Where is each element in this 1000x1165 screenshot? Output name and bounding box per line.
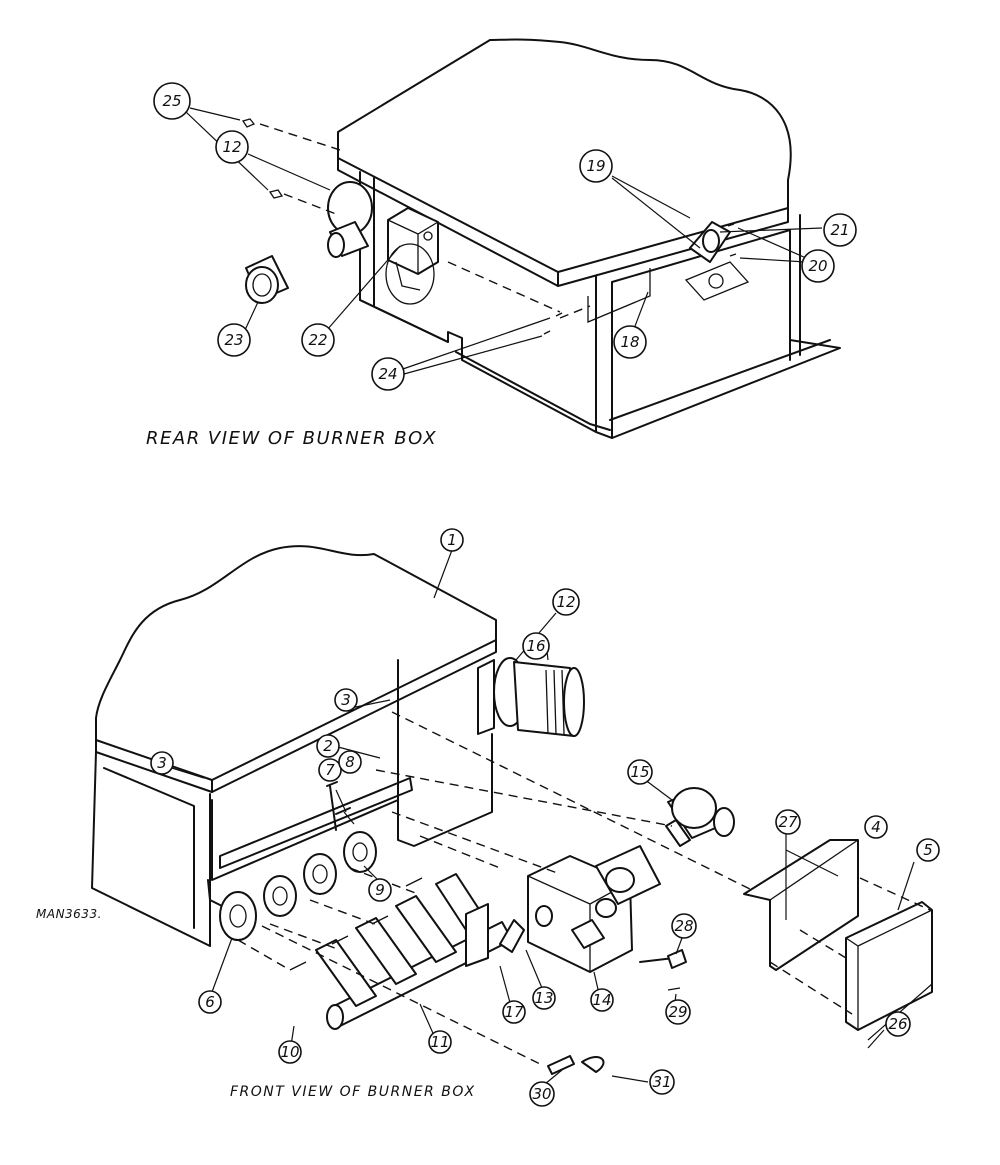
callout-front-31: 31: [649, 1069, 675, 1095]
front-bracket: [465, 903, 489, 967]
callout-front-17: 17: [502, 1000, 526, 1024]
callout-front-2: 2: [316, 734, 340, 758]
front-side-panel: [211, 659, 399, 881]
rear-view-drawing: [241, 38, 841, 439]
callout-front-15: 15: [627, 759, 653, 785]
callout-front-8: 8: [338, 750, 362, 774]
rear-control-box: [385, 207, 439, 305]
svg-text:8: 8: [345, 753, 355, 771]
callout-rear-24: 24: [371, 357, 405, 391]
svg-text:23: 23: [224, 331, 243, 349]
rear-callouts: 25 12 23 22 19 21 20 18 24: [153, 82, 857, 391]
svg-text:30: 30: [532, 1085, 551, 1103]
callout-rear-25: 25: [153, 82, 191, 120]
svg-text:25: 25: [162, 92, 181, 110]
svg-text:26: 26: [888, 1015, 907, 1033]
rear-right-side: [595, 275, 613, 439]
front-left-block: [91, 751, 211, 947]
front-orifice-discs: [219, 831, 377, 941]
svg-text:5: 5: [923, 841, 933, 859]
svg-text:21: 21: [830, 221, 849, 239]
svg-text:4: 4: [871, 818, 881, 836]
callout-front-9: 9: [368, 878, 392, 902]
svg-text:24: 24: [378, 365, 397, 383]
svg-text:12: 12: [556, 593, 575, 611]
rear-view-leaders: [185, 107, 823, 375]
callout-front-29: 29: [665, 999, 691, 1025]
callout-rear-20: 20: [801, 249, 835, 283]
svg-text:17: 17: [504, 1003, 524, 1021]
svg-text:15: 15: [630, 763, 649, 781]
front-callouts: 1 12 16 3 2 3 7 8 9 15 27 4 5 6 10 11 17…: [150, 528, 940, 1107]
svg-text:22: 22: [308, 331, 327, 349]
front-cover-panel-4: [743, 839, 859, 971]
callout-front-4: 4: [864, 815, 888, 839]
callout-rear-23: 23: [217, 323, 251, 357]
svg-text:9: 9: [375, 881, 385, 899]
front-view-caption: FRONT VIEW OF BURNER BOX: [230, 1084, 476, 1100]
svg-text:3: 3: [157, 754, 167, 772]
callout-front-13: 13: [532, 986, 556, 1010]
callout-rear-12: 12: [215, 130, 249, 164]
svg-text:20: 20: [808, 257, 827, 275]
front-manifold-plate: [219, 777, 413, 869]
svg-text:28: 28: [674, 917, 693, 935]
callout-front-30: 30: [529, 1081, 555, 1107]
front-view-drawing: [91, 545, 933, 1075]
svg-text:10: 10: [280, 1043, 299, 1061]
svg-text:13: 13: [534, 989, 553, 1007]
front-cover-panel-5: [845, 901, 933, 1031]
callout-rear-21: 21: [823, 213, 857, 247]
callout-rear-22: 22: [301, 323, 335, 357]
callout-front-3a: 3: [334, 688, 358, 712]
callout-front-6: 6: [198, 990, 222, 1014]
rear-inlet-fitting: [245, 255, 289, 304]
rear-view-caption: REAR VIEW OF BURNER BOX: [146, 428, 437, 449]
svg-text:2: 2: [323, 737, 333, 755]
callout-front-3b: 3: [150, 751, 174, 775]
front-top-cover: [95, 545, 497, 781]
callout-front-12: 12: [552, 588, 580, 616]
callout-front-27: 27: [775, 809, 801, 835]
drawing-number: MAN3633.: [36, 907, 102, 921]
svg-text:19: 19: [586, 157, 605, 175]
svg-text:7: 7: [325, 761, 335, 779]
svg-text:18: 18: [620, 333, 639, 351]
svg-text:14: 14: [592, 991, 611, 1009]
svg-text:12: 12: [222, 138, 241, 156]
svg-text:6: 6: [205, 993, 215, 1011]
callout-rear-19: 19: [579, 149, 613, 183]
svg-text:3: 3: [341, 691, 351, 709]
svg-text:31: 31: [652, 1073, 671, 1091]
callout-front-7: 7: [318, 758, 342, 782]
rear-top-cover: [337, 38, 792, 273]
callout-front-14: 14: [590, 988, 614, 1012]
callout-front-28: 28: [671, 913, 697, 939]
callout-front-1: 1: [440, 528, 464, 552]
svg-text:16: 16: [526, 637, 545, 655]
front-right-flange: [477, 659, 495, 735]
callout-front-16: 16: [522, 632, 550, 660]
front-gas-valve: [527, 845, 661, 973]
svg-text:29: 29: [668, 1003, 687, 1021]
rear-base-plate: [359, 299, 841, 439]
front-regulator: [665, 787, 735, 847]
svg-text:27: 27: [778, 813, 798, 831]
callout-front-5: 5: [916, 838, 940, 862]
front-tube: [493, 657, 585, 737]
svg-text:1: 1: [447, 531, 457, 549]
callout-rear-18: 18: [613, 325, 647, 359]
rear-bracket: [587, 268, 651, 323]
svg-text:11: 11: [430, 1033, 449, 1051]
callout-front-11: 11: [428, 1030, 452, 1054]
callout-front-26: 26: [885, 1011, 911, 1037]
callout-front-10: 10: [278, 1040, 302, 1064]
